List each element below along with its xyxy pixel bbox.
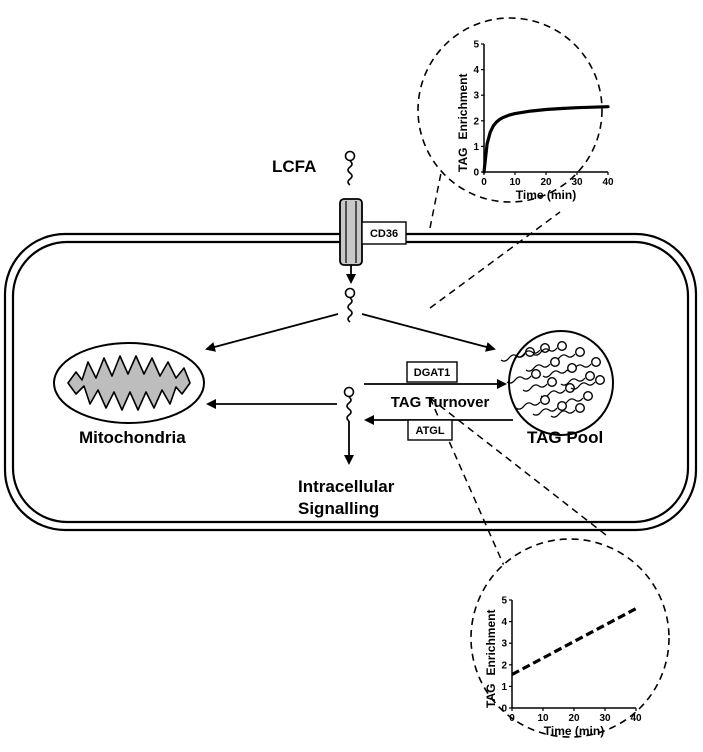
y-axis-label: TAGEnrichment	[456, 74, 470, 172]
zoom-line-top-left	[429, 117, 453, 229]
x-tick-label: 10	[537, 713, 549, 724]
lipid-tail-icon	[506, 375, 532, 384]
lipid-tail-icon	[550, 409, 576, 418]
x-tick-label: 40	[630, 713, 642, 724]
y-tick-label: 4	[473, 65, 479, 76]
arrow-to-mitochondria	[205, 313, 339, 352]
atgl-label: ATGL	[415, 425, 444, 437]
x-tick-label: 20	[568, 713, 580, 724]
cd36-label: CD36	[370, 228, 398, 240]
lipid-head-icon	[531, 369, 542, 380]
lipid-head-icon	[550, 357, 561, 368]
lipid-head-icon	[583, 391, 594, 402]
x-tick-label: 0	[481, 177, 487, 188]
tag-pool-label: TAG Pool	[527, 428, 603, 447]
lipid-tail-icon	[525, 363, 551, 372]
x-axis-label: Time (min)	[544, 724, 604, 738]
arrow-to-tag-pool	[361, 313, 496, 352]
lipid-head-icon	[557, 401, 568, 412]
mitochondria-icon	[53, 342, 205, 424]
lcfa-molecule-icon	[344, 150, 356, 186]
lipid-head-icon	[595, 375, 606, 386]
y-tick-label: 2	[501, 660, 507, 671]
released-lcfa-icon	[343, 386, 355, 422]
x-tick-label: 40	[602, 177, 614, 188]
y-axis-label: TAGEnrichment	[484, 610, 498, 708]
lcfa-label: LCFA	[272, 157, 316, 176]
dgat1-box	[406, 361, 458, 383]
series-line	[482, 105, 610, 174]
y-tick-label: 0	[501, 704, 507, 715]
dgat1-label: DGAT1	[414, 367, 450, 379]
lipid-head-icon	[565, 383, 576, 394]
atgl-box	[407, 419, 453, 441]
x-tick-label: 30	[599, 713, 611, 724]
lipid-head-icon	[575, 347, 586, 358]
x-tick-label: 0	[509, 713, 515, 724]
y-tick-label: 0	[473, 168, 479, 179]
y-tick-label: 4	[501, 617, 507, 628]
lipid-tail-icon	[560, 377, 586, 386]
y-tick-label: 1	[473, 142, 479, 153]
y-tick-label: 5	[501, 596, 507, 607]
zoom-line-bottom-left	[429, 397, 513, 585]
intracellular-lcfa-icon	[344, 287, 356, 323]
y-tick-label: 3	[473, 91, 479, 102]
y-tick-label: 5	[473, 40, 479, 51]
zoom-line-top-right	[429, 211, 561, 309]
lipid-tail-icon	[515, 401, 541, 410]
lipid-tail-icon	[515, 349, 541, 358]
lipid-head-icon	[540, 395, 551, 406]
lipid-head-icon	[585, 371, 596, 382]
y-tick-label: 3	[501, 639, 507, 650]
lipid-tail-icon	[570, 381, 596, 390]
signalling-label-line2: Signalling	[298, 499, 379, 518]
y-tick-label: 2	[473, 116, 479, 127]
x-tick-label: 20	[540, 177, 552, 188]
x-axis-label: Time (min)	[516, 188, 576, 202]
lipid-head-icon	[575, 403, 586, 414]
x-tick-label: 10	[509, 177, 521, 188]
signalling-label-line1: Intracellular	[298, 477, 395, 496]
mitochondria-label: Mitochondria	[79, 428, 186, 447]
lipid-head-icon	[591, 357, 602, 368]
lipid-tail-icon	[542, 369, 568, 378]
lipid-tail-icon	[522, 383, 548, 392]
lipid-tail-icon	[532, 407, 558, 416]
lipid-tail-icon	[532, 347, 558, 356]
lipid-head-icon	[567, 363, 578, 374]
tag-turnover-label: TAG Turnover	[391, 394, 490, 411]
lipid-head-icon	[557, 341, 568, 352]
y-tick-label: 1	[501, 682, 507, 693]
x-tick-label: 30	[571, 177, 583, 188]
tag-pool-lipid-droplet-icon	[500, 330, 614, 436]
cd36-transporter-icon	[339, 198, 407, 266]
lipid-head-icon	[547, 377, 558, 388]
